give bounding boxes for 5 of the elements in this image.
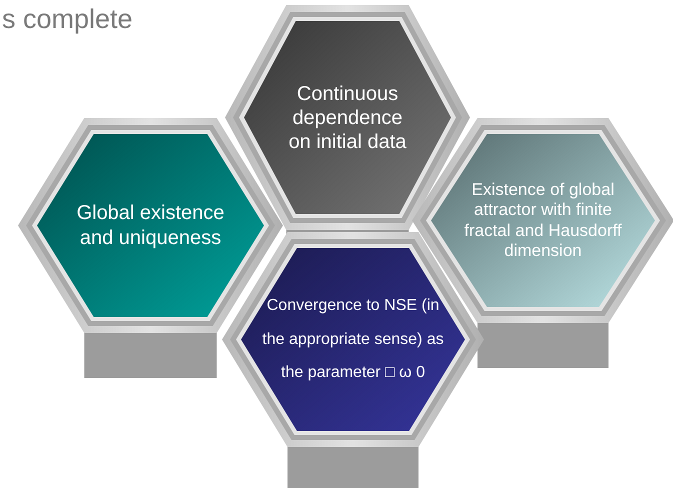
hexagon-label: Global existence and uniqueness xyxy=(76,200,226,250)
title: s complete xyxy=(2,4,133,35)
hexagon-label: Existence of global attractor with finite fractal and Hausdorff dimension xyxy=(463,180,623,262)
hexagon-label: Continuous dependence on initial data xyxy=(288,82,408,154)
hexagon-label: Convergence to NSE (in the appropriate sense) as the parameter □ ω 0 xyxy=(261,296,445,384)
